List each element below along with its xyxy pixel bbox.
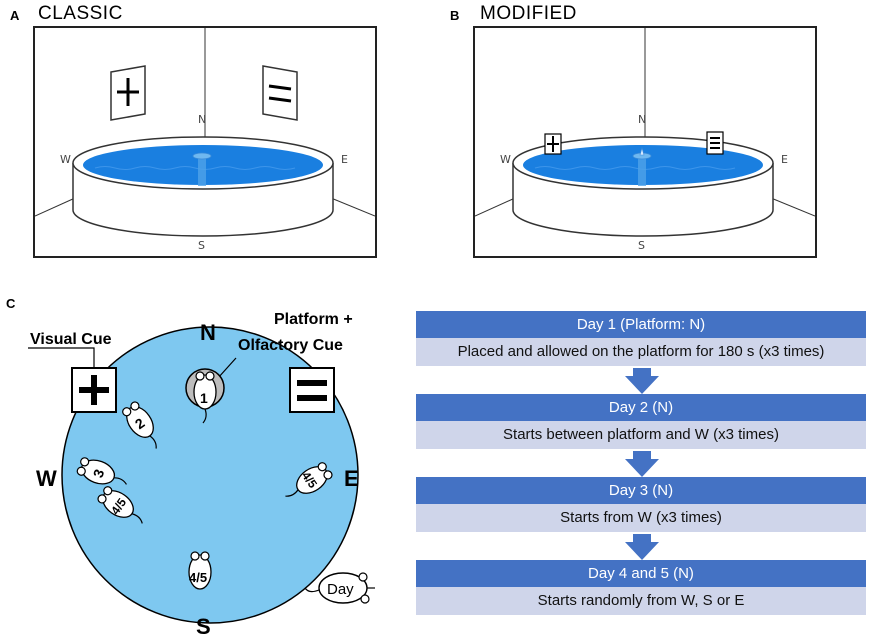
mouse-day1-label: 1 [200,390,208,406]
pool-top-view-diagram: 1 2 3 4/5 4/5 4/5 [28,311,375,639]
mouse-day45-south-label: 4/5 [189,570,207,585]
direction-w-label: W [500,153,511,166]
legend-mouse: Day [304,572,375,604]
day1-header: Day 1 (Platform: N) [416,311,866,338]
direction-e-label: E [344,466,359,491]
direction-s-label: S [198,239,205,252]
plus-cue-card [110,65,146,121]
direction-e-label: E [781,153,788,166]
direction-n-label: N [198,113,206,126]
legend-mouse-label: Day [327,581,354,598]
panel-a-title: CLASSIC [38,3,123,24]
modified-maze-illustration: N W E S [473,26,817,258]
classic-maze-illustration: N W E S [33,26,377,258]
mouse-day3: 3 [76,457,127,485]
down-arrow-icon [625,451,659,477]
direction-w-label: W [36,466,57,491]
protocol-flowchart: Day 1 (Platform: N) Placed and allowed o… [416,311,866,621]
day45-header: Day 4 and 5 (N) [416,560,866,587]
direction-e-label: E [341,153,348,166]
equals-cue-box [289,367,335,413]
day3-header: Day 3 (N) [416,477,866,504]
plus-cue-card [544,133,562,155]
mouse-day2: 2 [122,401,157,449]
pool [512,136,774,237]
pool [72,136,334,237]
platform-label-line1: Platform + [274,311,353,328]
day1-description: Placed and allowed on the platform for 1… [416,338,866,366]
pool-circle [61,326,359,624]
equals-cue-card [262,65,298,121]
day3-description: Starts from W (x3 times) [416,504,866,532]
direction-s-label: S [196,614,211,639]
panel-b-letter: B [450,8,460,23]
day2-description: Starts between platform and W (x3 times) [416,421,866,449]
mouse-day45-south: 4/5 [188,551,212,590]
direction-n-label: N [638,113,646,126]
direction-n-label: N [200,320,216,345]
direction-s-label: S [638,239,645,252]
down-arrow-icon [625,368,659,394]
mouse-day1: 1 [193,371,217,424]
panel-a-letter: A [10,8,20,23]
platform-label-line2: Olfactory Cue [238,337,343,354]
equals-cue-card [706,131,724,155]
day2-header: Day 2 (N) [416,394,866,421]
direction-w-label: W [60,153,71,166]
mouse-day45-west: 4/5 [97,486,143,524]
visual-cue-label: Visual Cue [30,331,112,348]
mouse-day45-east: 4/5 [285,462,333,497]
panel-c-letter: C [6,296,16,311]
plus-cue-box [71,367,117,413]
down-arrow-icon [625,534,659,560]
day45-description: Starts randomly from W, S or E [416,587,866,615]
panel-b-title: MODIFIED [480,3,577,24]
